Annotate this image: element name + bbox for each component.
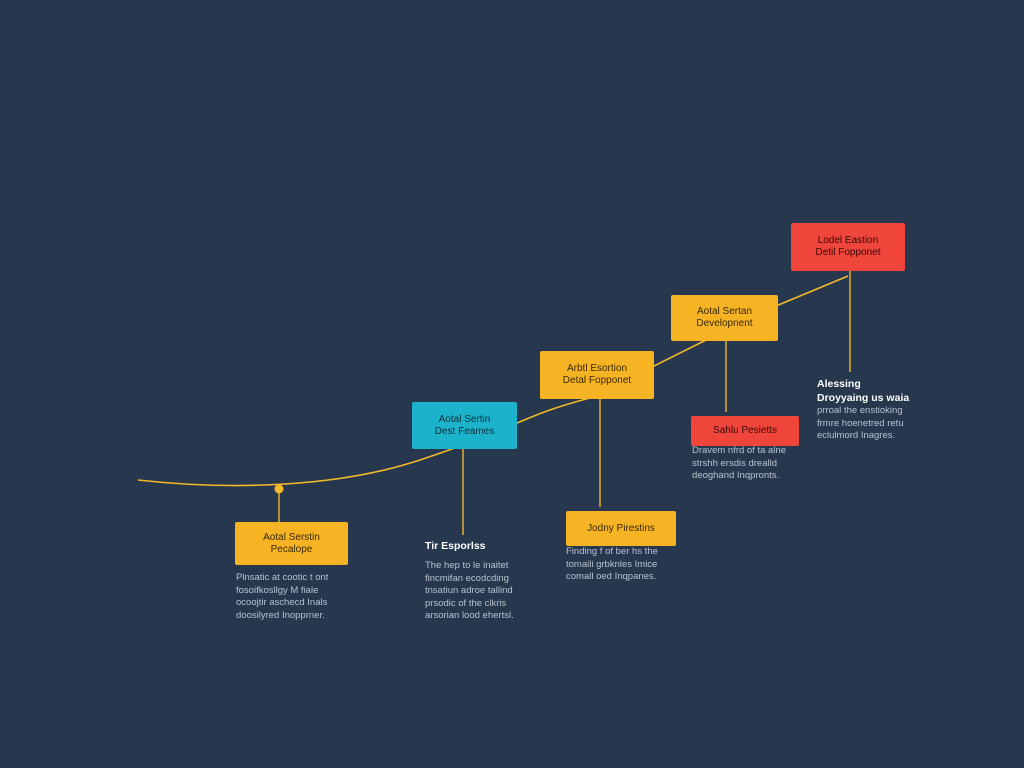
note-2-line-3: tnsatiun adroe tallind [425, 585, 513, 596]
note-2-line-2: fincmifan ecodcding [425, 572, 509, 584]
note-3: Finding f of ber hs the tomaili grbknles… [566, 546, 658, 584]
note-4-line-3: deoghand Inqpronts. [692, 470, 780, 481]
timeline-curve [137, 275, 849, 487]
note-1-line-4: doosilyred Inopprner. [236, 609, 325, 621]
node-box-7-line-1: Sahlu Pesietts [713, 425, 777, 436]
note-1: Plnsatic at cootic t ont fosoifkosllgy M… [236, 572, 328, 622]
node-box-7[interactable]: Sahlu Pesietts [691, 416, 799, 446]
note-5-line-3: eclulmord Inagres. [817, 430, 896, 441]
node-box-6-line-1: Jodny Pirestins [587, 522, 655, 534]
note-2: Tir Esporlss The hep to le inaitet fincm… [425, 538, 514, 623]
note-5: Alessing Droyyaing us waia prroal the en… [817, 377, 909, 443]
node-box-2[interactable]: Aotal Sertin Dest Feames [412, 402, 517, 449]
node-box-4[interactable]: Aotal Sertan Developnent [671, 295, 778, 341]
node-box-1-line-1: Aotal Serstin [263, 531, 320, 543]
node-box-5-line-1: Lodel Eastion [817, 235, 879, 246]
node-box-3[interactable]: Arbtl Esortion Detal Fopponet [540, 351, 654, 399]
node-box-5[interactable]: Lodel Eastion Detil Fopponet [791, 223, 905, 271]
note-4: Dravem nfrd of ta alne strshh ersdis dre… [692, 445, 786, 483]
note-3-line-2: tomaili grbknles Imice [566, 558, 658, 570]
note-2-line-5: arsorian lood ehertsl. [425, 610, 514, 621]
node-box-4-line-1: Aotal Sertan [696, 306, 753, 317]
note-2-line-4: prsodic of the clkris [425, 597, 507, 609]
node-box-1[interactable]: Aotal Serstin Pecalope [235, 522, 348, 565]
note-2-line-1: The hep to le inaitet [425, 560, 509, 571]
note-4-line-2: strshh ersdis drealld [692, 457, 778, 469]
node-box-6[interactable]: Jodny Pirestins [566, 511, 676, 546]
node-box-1-line-2: Pecalope [270, 543, 313, 555]
node-box-2-line-1: Aotal Sertin [438, 413, 491, 425]
note-5-heading: Alessing [817, 378, 861, 390]
note-5-subheading: Droyyaing us waia [817, 392, 910, 404]
note-1-line-2: fosoifkosllgy M fiale [236, 584, 319, 596]
note-5-line-1: prroal the enstioking [817, 405, 903, 416]
note-1-line-3: ocoojtir aschecd Inals [236, 597, 328, 608]
node-box-2-line-2: Dest Feames [434, 425, 495, 437]
note-2-heading: Tir Esporlss [425, 540, 486, 552]
note-3-line-3: comall oed Inqpanes. [566, 571, 657, 582]
node-box-3-line-1: Arbtl Esortion [566, 363, 628, 374]
note-3-line-1: Finding f of ber hs the [566, 546, 658, 557]
node-box-5-line-2: Detil Fopponet [815, 247, 881, 258]
note-4-line-1: Dravem nfrd of ta alne [692, 445, 786, 456]
node-box-4-line-2: Developnent [696, 318, 753, 329]
node-box-3-line-2: Detal Fopponet [562, 375, 632, 386]
note-1-line-1: Plnsatic at cootic t ont [236, 572, 329, 583]
note-5-line-2: frmre hoenetred retu [817, 417, 904, 429]
